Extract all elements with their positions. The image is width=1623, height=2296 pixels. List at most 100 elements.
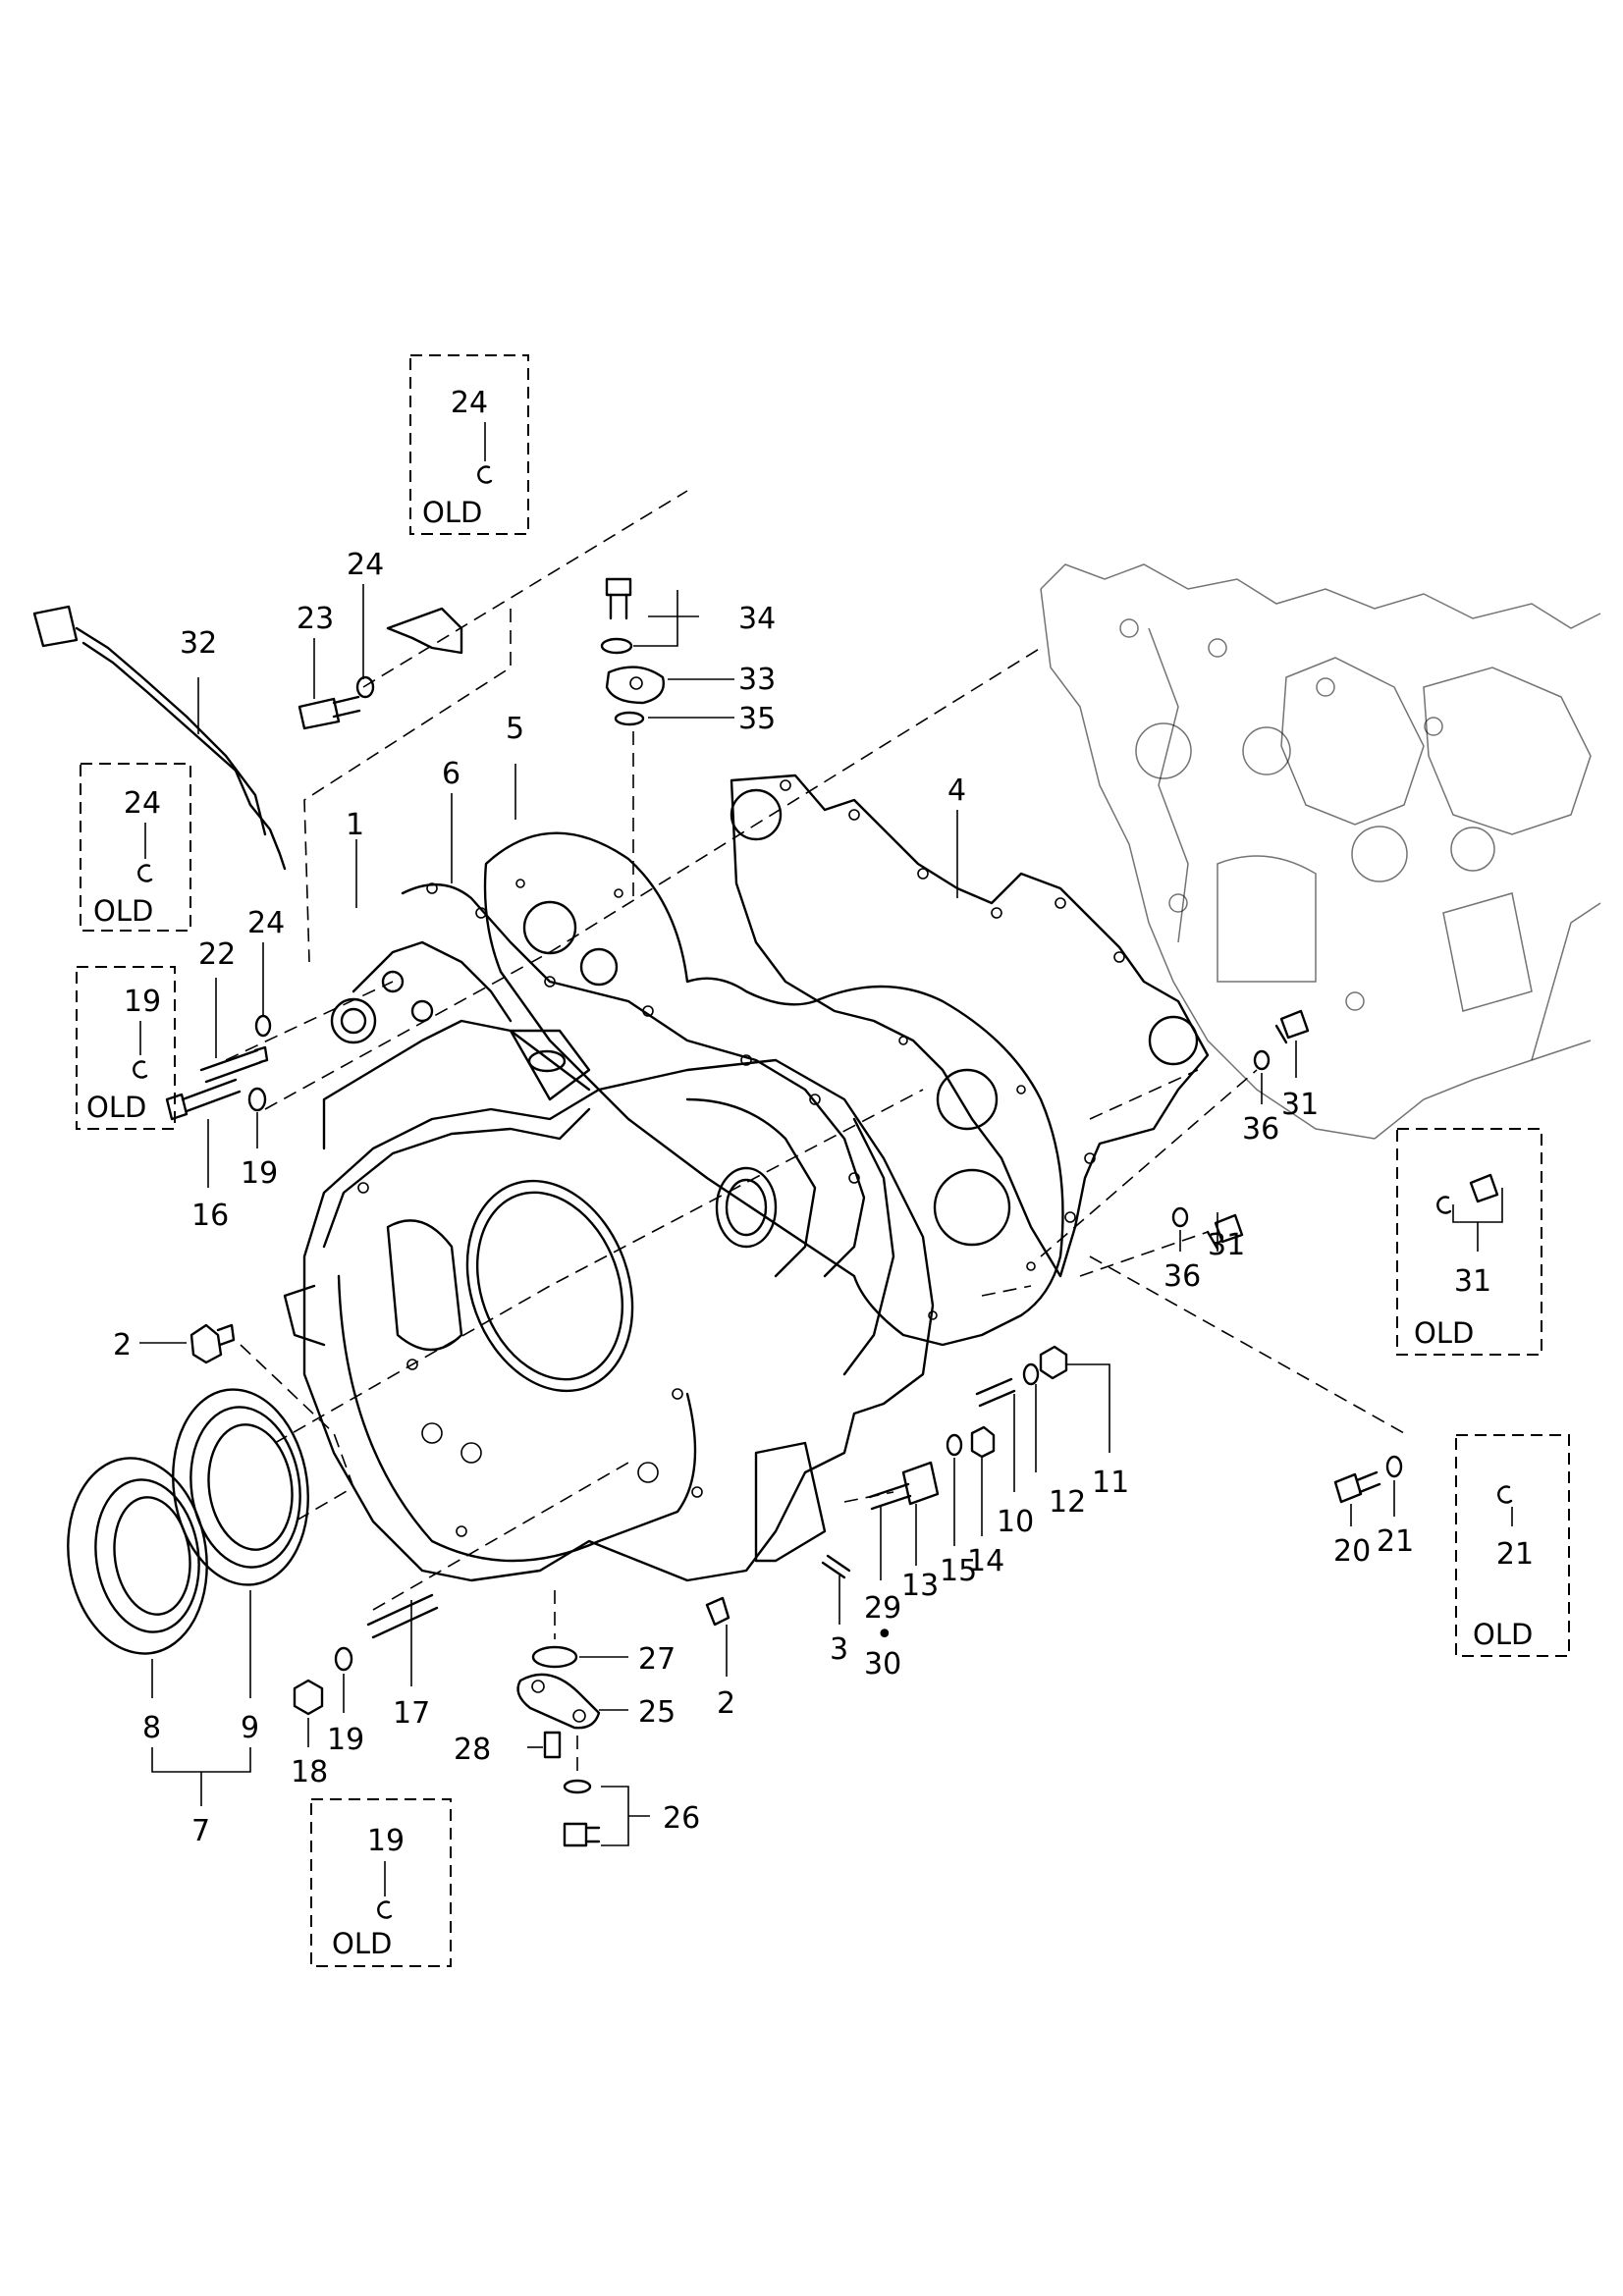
plug-part-2b bbox=[705, 1596, 730, 1627]
washer-part-19b bbox=[334, 1646, 353, 1672]
bolt-part-26 bbox=[563, 1822, 601, 1847]
callout-31: 31 bbox=[1208, 1228, 1245, 1262]
bolt-part-31b bbox=[1206, 1213, 1244, 1251]
old-box-19-bottom: 19 OLD bbox=[310, 1798, 452, 1967]
bolt-part-16 bbox=[165, 1078, 242, 1121]
old-box-part: 31 bbox=[1454, 1264, 1491, 1299]
plug-part-28 bbox=[543, 1731, 562, 1759]
gasket-part-6 bbox=[401, 882, 866, 1278]
stud-part-29 bbox=[868, 1482, 912, 1511]
old-box-part: 19 bbox=[124, 985, 161, 1019]
callout-1: 1 bbox=[346, 808, 364, 842]
old-box-19-left: 19 OLD bbox=[76, 966, 176, 1130]
old-box-31: 31 OLD bbox=[1396, 1128, 1542, 1356]
old-box-part: 21 bbox=[1496, 1537, 1534, 1572]
callout-27: 27 bbox=[638, 1642, 676, 1677]
callout-24: 24 bbox=[247, 906, 285, 940]
o-ring-part-27 bbox=[531, 1645, 578, 1669]
callout-18: 18 bbox=[291, 1755, 328, 1789]
washer-part-34 bbox=[600, 637, 633, 655]
old-box-tag: OLD bbox=[1414, 1316, 1474, 1350]
callout-5: 5 bbox=[506, 712, 524, 746]
callout-26: 26 bbox=[663, 1801, 700, 1836]
callout-21: 21 bbox=[1377, 1524, 1414, 1559]
callout-7: 7 bbox=[191, 1814, 210, 1848]
oil-seal-part-8 bbox=[67, 1457, 208, 1655]
old-box-tag: OLD bbox=[93, 894, 153, 928]
plug-part-2a bbox=[189, 1323, 236, 1364]
callout-3: 3 bbox=[830, 1632, 848, 1667]
bolt-part-31a bbox=[1274, 1009, 1310, 1044]
callout-17: 17 bbox=[393, 1696, 430, 1731]
nut-part-18 bbox=[293, 1679, 324, 1716]
sleeve-part-13 bbox=[901, 1461, 940, 1506]
washer-part-26 bbox=[563, 1779, 592, 1794]
old-box-tag: OLD bbox=[332, 1927, 392, 1960]
washer-part-36b bbox=[1171, 1206, 1189, 1228]
callout-34: 34 bbox=[738, 602, 776, 636]
callout-24: 24 bbox=[347, 548, 384, 582]
washer-part-12 bbox=[1022, 1362, 1040, 1386]
callout-2: 2 bbox=[113, 1328, 132, 1362]
callout-14: 14 bbox=[967, 1544, 1004, 1578]
callout-32: 32 bbox=[180, 626, 217, 661]
cover-part-25 bbox=[516, 1673, 601, 1730]
callout-19: 19 bbox=[327, 1723, 364, 1757]
old-box-part: 24 bbox=[451, 386, 488, 420]
o-ring-part-35 bbox=[614, 711, 645, 726]
oil-seal-part-9 bbox=[172, 1388, 309, 1586]
washer-part-21 bbox=[1385, 1455, 1403, 1478]
washer-part-36a bbox=[1253, 1049, 1271, 1071]
callout-29: 29 bbox=[864, 1591, 901, 1626]
callout-10: 10 bbox=[997, 1505, 1034, 1539]
gasket-part-4 bbox=[730, 774, 1210, 1278]
callout-4: 4 bbox=[947, 774, 966, 808]
callout-36: 36 bbox=[1242, 1112, 1279, 1147]
callout-8: 8 bbox=[142, 1711, 161, 1745]
old-box-21: 21 OLD bbox=[1455, 1434, 1570, 1657]
engine-block-outline bbox=[1040, 563, 1601, 1140]
callout-16: 16 bbox=[191, 1199, 229, 1233]
callout-11: 11 bbox=[1092, 1466, 1129, 1500]
callout-28: 28 bbox=[454, 1733, 491, 1767]
explosion-lines bbox=[225, 490, 1405, 1777]
sensor-harness-part-32 bbox=[32, 605, 287, 871]
bolt-part-23 bbox=[298, 695, 361, 730]
washer-part-24b bbox=[254, 1014, 272, 1038]
old-box-tag: OLD bbox=[86, 1091, 146, 1124]
old-box-24-top: 24 OLD bbox=[409, 354, 529, 535]
callout-36: 36 bbox=[1163, 1259, 1201, 1294]
leader-lines bbox=[139, 584, 1395, 1846]
callout-35: 35 bbox=[738, 702, 776, 736]
callout-31: 31 bbox=[1281, 1088, 1319, 1122]
callout-19: 19 bbox=[241, 1156, 278, 1191]
washer-part-15 bbox=[946, 1433, 963, 1457]
callout-20: 20 bbox=[1333, 1534, 1371, 1569]
old-box-part: 24 bbox=[124, 786, 161, 821]
flywheel-housing-part-1 bbox=[283, 940, 935, 1582]
washer-part-24 bbox=[355, 675, 375, 699]
callout-22: 22 bbox=[198, 937, 236, 972]
callout-2: 2 bbox=[717, 1686, 735, 1721]
callout-9: 9 bbox=[241, 1711, 259, 1745]
cover-part-33 bbox=[605, 666, 665, 705]
old-box-24-left: 24 OLD bbox=[80, 763, 191, 932]
plate-part-5 bbox=[483, 831, 1064, 1347]
bracket-part bbox=[386, 607, 463, 655]
callout-6: 6 bbox=[442, 757, 460, 791]
bolt-part-20 bbox=[1333, 1470, 1381, 1504]
old-box-part: 19 bbox=[367, 1824, 405, 1858]
callout-30: 30 bbox=[864, 1647, 901, 1682]
stud-part-17 bbox=[366, 1593, 439, 1639]
callout-bullet: • bbox=[876, 1618, 893, 1652]
callout-15: 15 bbox=[940, 1554, 977, 1588]
nut-part-11 bbox=[1039, 1345, 1068, 1380]
callout-25: 25 bbox=[638, 1695, 676, 1730]
callout-12: 12 bbox=[1049, 1485, 1086, 1520]
old-box-tag: OLD bbox=[422, 496, 482, 529]
stud-part-10 bbox=[975, 1377, 1016, 1408]
callout-13: 13 bbox=[901, 1569, 939, 1603]
bolt-part-22 bbox=[199, 1045, 269, 1084]
